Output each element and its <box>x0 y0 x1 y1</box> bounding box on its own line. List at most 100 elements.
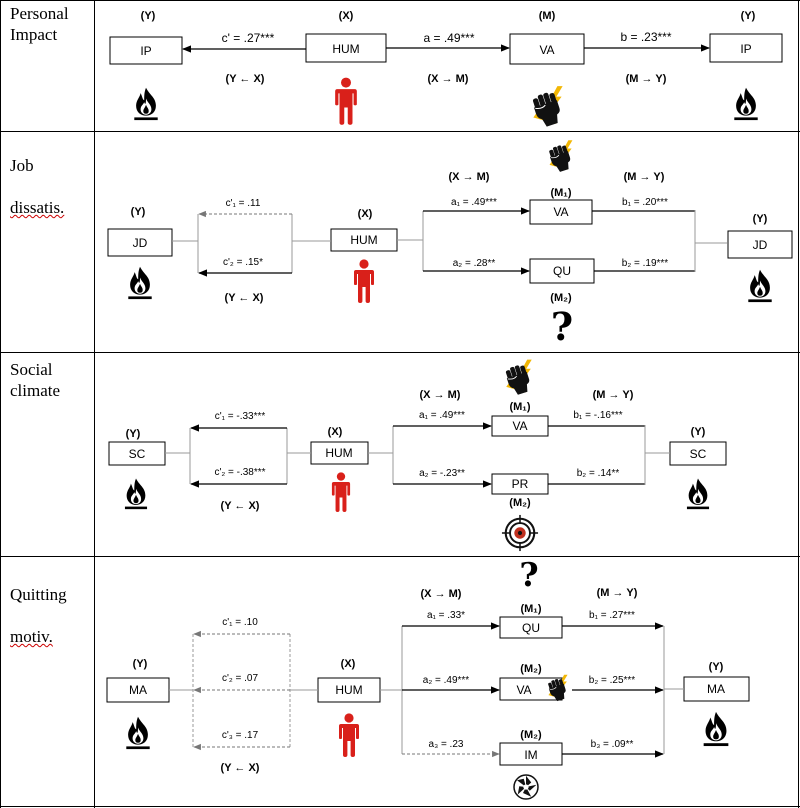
hum-box <box>317 677 381 703</box>
question-mark-icon <box>550 306 574 346</box>
yx-tag: (Y ← X) <box>226 73 265 85</box>
table-border-top <box>0 0 800 1</box>
flame-icon <box>128 266 152 300</box>
flame-icon <box>734 87 758 121</box>
yx-tag: (Y ← X) <box>225 292 264 304</box>
x-tag: (X) <box>358 208 373 220</box>
fist-lightning-icon <box>547 139 574 174</box>
jd-box <box>107 228 173 257</box>
y-tag-right: (Y) <box>691 426 706 438</box>
target-icon <box>501 514 539 552</box>
va-box-label: VA <box>512 419 527 433</box>
coef-c2: c'₂ = -.38*** <box>214 467 265 478</box>
im-box-label: IM <box>524 748 537 762</box>
jd-box-label: JD <box>133 236 148 250</box>
xm-tag: (X → M) <box>421 588 462 600</box>
sc-box-label: SC <box>129 447 146 461</box>
qu-box <box>499 616 563 639</box>
row-label-line: motiv. <box>10 627 53 646</box>
table-border-right <box>798 0 799 808</box>
ip-box-right <box>709 33 783 63</box>
my-tag: (M → Y) <box>626 73 667 85</box>
row-label-social-climate: Social climate <box>10 360 61 400</box>
y-tag-right: (Y) <box>709 661 724 673</box>
row-label-line: dissatis. <box>10 198 65 217</box>
m2-tag: (M₂) <box>550 292 572 304</box>
coef-b1: b₁ = .20*** <box>622 197 668 208</box>
coef-b3: b₃ = .09** <box>591 739 634 750</box>
ma-box-label: MA <box>129 683 147 697</box>
x-tag: (X) <box>328 426 343 438</box>
xm-tag: (X → M) <box>420 389 461 401</box>
row-label-line: Job <box>10 156 34 175</box>
table-border-left <box>0 0 1 808</box>
coef-b2: b₂ = .14** <box>577 468 620 479</box>
person-icon <box>354 259 374 303</box>
hum-box-label: HUM <box>325 446 352 460</box>
sc-box-right-label: SC <box>690 447 707 461</box>
m-tag: (M) <box>539 10 556 22</box>
column-divider <box>94 0 95 808</box>
my-tag: (M → Y) <box>593 389 634 401</box>
row-divider-1 <box>0 131 800 132</box>
x-tag: (X) <box>341 658 356 670</box>
question-mark-icon <box>519 556 539 592</box>
row-divider-3 <box>0 556 800 557</box>
y-tag: (Y) <box>131 206 146 218</box>
xm-tag: (X → M) <box>449 171 490 183</box>
section-job-dissatisfaction: (X → M) (M → Y) (M₁) (Y) (X) (Y) JD HUM … <box>107 139 793 346</box>
m1-tag: (M₁) <box>550 187 571 199</box>
va-box-label: VA <box>539 43 554 57</box>
m3-tag: (M₂) <box>520 729 542 741</box>
flame-icon <box>126 716 150 750</box>
y-tag: (Y) <box>141 10 156 22</box>
coef-b2: b₂ = .25*** <box>589 675 636 686</box>
coef-b1: b₁ = .27*** <box>589 610 635 621</box>
row-label-line: Quitting <box>10 585 67 604</box>
person-icon <box>335 77 357 125</box>
coef-c: c' = .27*** <box>222 31 275 45</box>
coef-a3: a₃ = .23 <box>429 739 464 750</box>
jd-box-right <box>727 230 793 259</box>
m1-tag: (M₁) <box>509 401 530 413</box>
qu-box-label: QU <box>553 264 571 278</box>
row-label-quitting-motivation: Quitting motiv. <box>10 563 67 647</box>
va-box-label: VA <box>516 683 531 697</box>
ma-box-right-label: MA <box>707 682 725 696</box>
qu-box <box>529 258 595 284</box>
yx-tag: (Y ← X) <box>221 500 260 512</box>
y-tag: (Y) <box>133 658 148 670</box>
flame-icon <box>748 269 772 303</box>
flame-icon <box>686 478 710 510</box>
fist-lightning-icon <box>503 359 534 396</box>
ip-box-right-label: IP <box>740 42 751 56</box>
ip-box-label: IP <box>140 44 151 58</box>
section-personal-impact: (Y) (X) (M) (Y) IP HUM VA IP c' = .27***… <box>109 10 783 128</box>
x-tag: (X) <box>339 10 354 22</box>
coef-b1: b₁ = -.16*** <box>573 410 622 421</box>
xm-tag: (X → M) <box>428 73 469 85</box>
coef-a1: a₁ = .49*** <box>419 410 465 421</box>
section-quitting-motivation: (X → M) (M → Y) (M₁) QU (M₂) VA (M₂) IM … <box>106 556 750 800</box>
ma-box <box>106 677 170 703</box>
flame-icon <box>703 711 729 747</box>
coef-a1: a₁ = .49*** <box>451 197 497 208</box>
m1-tag: (M₁) <box>520 603 541 615</box>
table-border-bottom <box>0 806 800 807</box>
y-tag: (Y) <box>126 428 141 440</box>
person-icon <box>331 472 351 512</box>
jd-box-right-label: JD <box>753 238 768 252</box>
coef-a1: a₁ = .33* <box>427 610 465 621</box>
fist-lightning-icon <box>530 85 565 128</box>
coef-b: b = .23*** <box>620 30 671 44</box>
coef-c3: c'₃ = .17 <box>222 730 259 741</box>
person-icon <box>339 713 359 757</box>
coef-b2: b₂ = .19*** <box>622 258 669 269</box>
y-tag-right: (Y) <box>753 213 768 225</box>
camera-aperture-icon <box>513 774 539 800</box>
hum-box-label: HUM <box>335 683 362 697</box>
va-box <box>509 33 585 65</box>
row-label-personal-impact: Personal Impact <box>10 4 69 44</box>
